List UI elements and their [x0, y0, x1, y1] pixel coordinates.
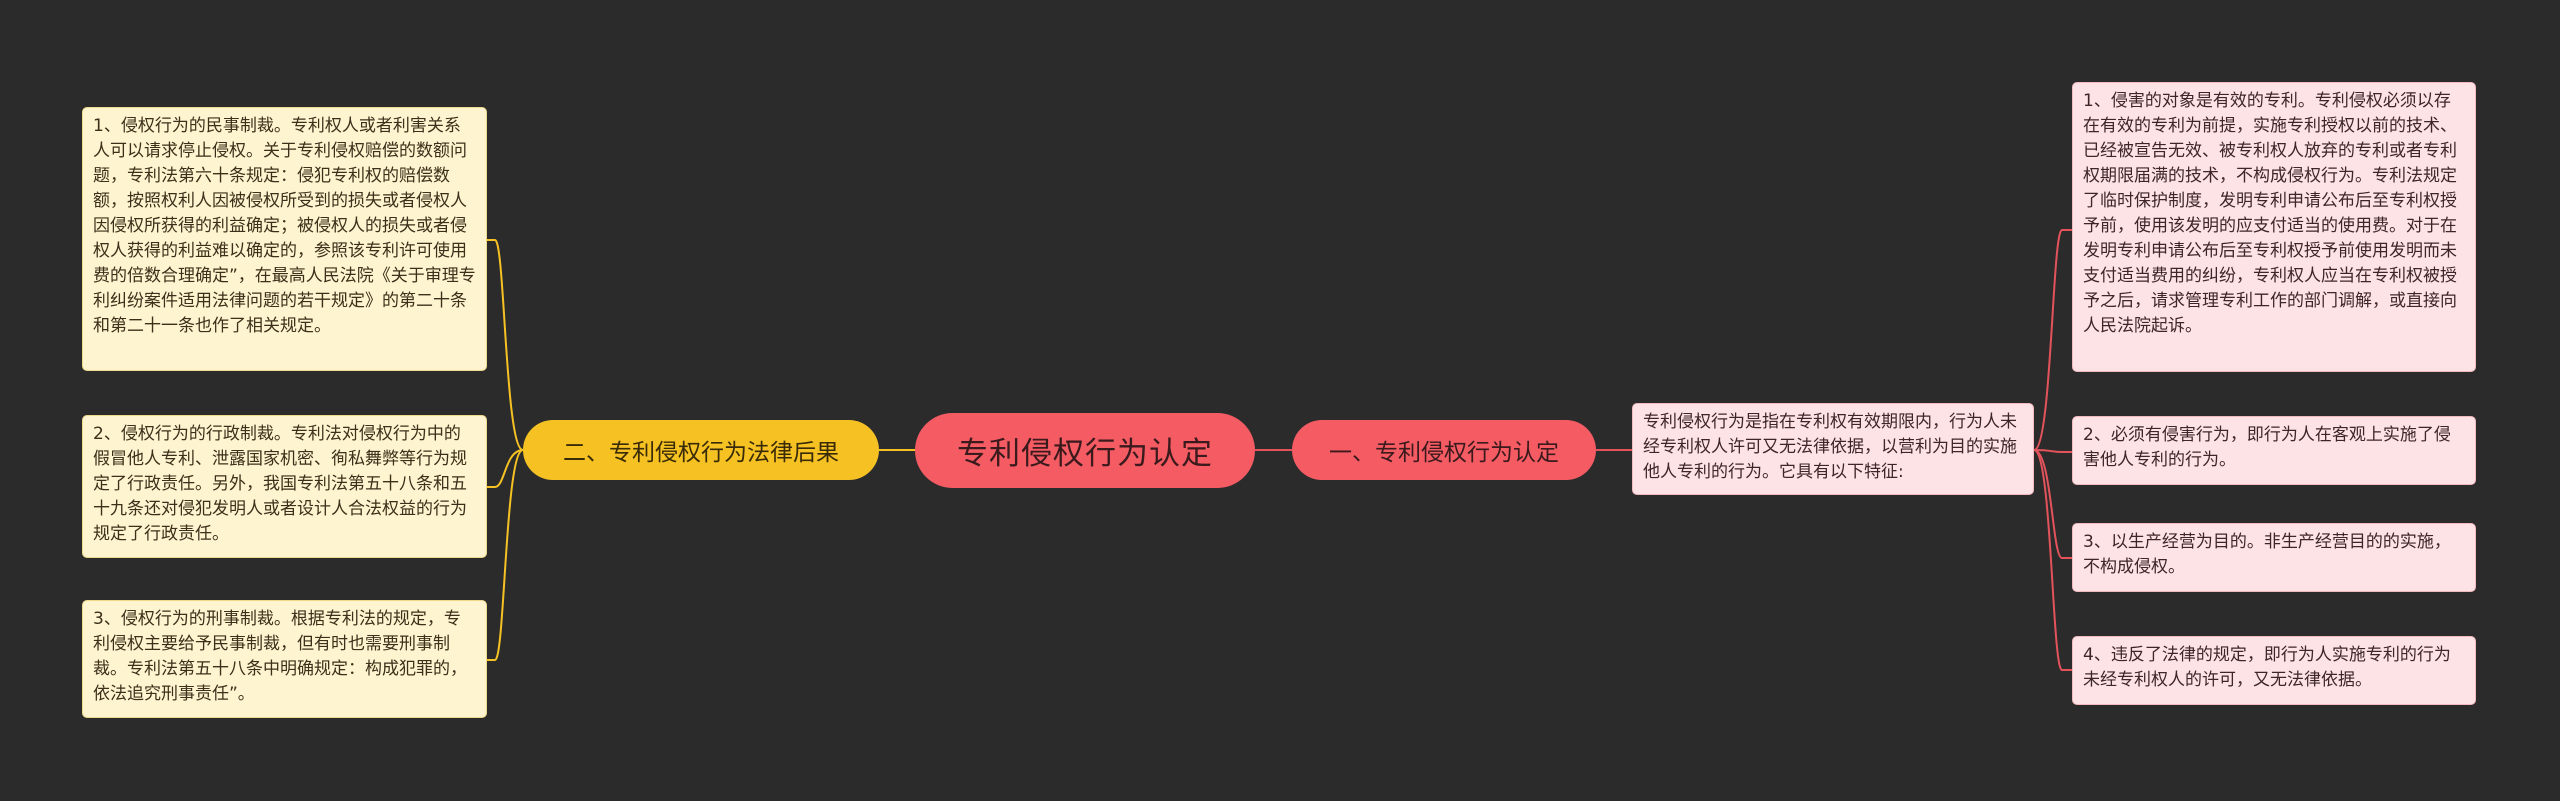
branch-label: 一、专利侵权行为认定: [1329, 440, 1559, 466]
feature-node-3[interactable]: 3、以生产经营为目的。非生产经营目的的实施，不构成侵权。: [2072, 523, 2476, 592]
feature-text: 2、必须有侵害行为，即行为人在客观上实施了侵害他人专利的行为。: [2083, 425, 2451, 470]
definition-node[interactable]: 专利侵权行为是指在专利权有效期限内，行为人未经专利权人许可又无法律依据，以营利为…: [1632, 403, 2034, 495]
root-topic-label: 专利侵权行为认定: [957, 436, 1213, 472]
left-branch-to-item-1-line: [487, 239, 524, 451]
feature-text: 4、违反了法律的规定，即行为人实施专利的行为未经专利权人的许可，又无法律依据。: [2083, 645, 2451, 690]
consequence-node-civil[interactable]: 1、侵权行为的民事制裁。专利权人或者利害关系人可以请求停止侵权。关于专利侵权赔偿…: [82, 107, 487, 371]
consequence-node-criminal[interactable]: 3、侵权行为的刑事制裁。根据专利法的规定，专利侵权主要给予民事制裁，但有时也需要…: [82, 600, 487, 718]
consequence-text: 1、侵权行为的民事制裁。专利权人或者利害关系人可以请求停止侵权。关于专利侵权赔偿…: [93, 116, 476, 336]
branch-legal-consequences[interactable]: 二、专利侵权行为法律后果: [523, 420, 879, 480]
definition-to-feature-3-line: [2033, 449, 2072, 559]
feature-text: 1、侵害的对象是有效的专利。专利侵权必须以存在有效的专利为前提，实施专利授权以前…: [2083, 91, 2457, 336]
left-branch-to-item-2-line: [487, 449, 524, 488]
left-branch-to-item-3-line: [487, 449, 524, 661]
definition-to-feature-1-line: [2033, 229, 2072, 451]
branch-label: 二、专利侵权行为法律后果: [563, 440, 839, 466]
definition-text: 专利侵权行为是指在专利权有效期限内，行为人未经专利权人许可又无法律依据，以营利为…: [1643, 412, 2017, 482]
feature-node-2[interactable]: 2、必须有侵害行为，即行为人在客观上实施了侵害他人专利的行为。: [2072, 416, 2476, 485]
consequence-text: 2、侵权行为的行政制裁。专利法对侵权行为中的假冒他人专利、泄露国家机密、徇私舞弊…: [93, 424, 467, 544]
branch-infringement-identification[interactable]: 一、专利侵权行为认定: [1292, 420, 1596, 480]
root-topic[interactable]: 专利侵权行为认定: [915, 413, 1255, 488]
feature-text: 3、以生产经营为目的。非生产经营目的的实施，不构成侵权。: [2083, 532, 2451, 577]
definition-to-feature-2-line: [2033, 449, 2072, 453]
feature-node-1[interactable]: 1、侵害的对象是有效的专利。专利侵权必须以存在有效的专利为前提，实施专利授权以前…: [2072, 82, 2476, 372]
consequence-node-administrative[interactable]: 2、侵权行为的行政制裁。专利法对侵权行为中的假冒他人专利、泄露国家机密、徇私舞弊…: [82, 415, 487, 558]
consequence-text: 3、侵权行为的刑事制裁。根据专利法的规定，专利侵权主要给予民事制裁，但有时也需要…: [93, 609, 467, 704]
definition-to-feature-4-line: [2033, 449, 2072, 671]
feature-node-4[interactable]: 4、违反了法律的规定，即行为人实施专利的行为未经专利权人的许可，又无法律依据。: [2072, 636, 2476, 705]
